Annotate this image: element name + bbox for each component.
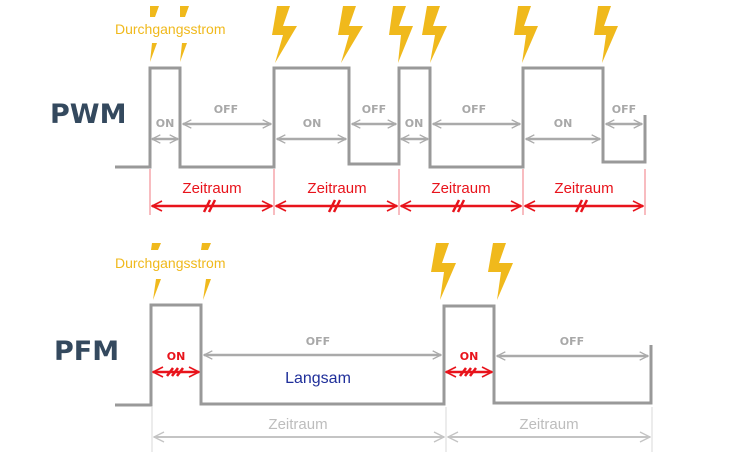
period-label: Zeitraum: [431, 180, 490, 197]
pfm-waveform: [115, 303, 653, 407]
period-label: Zeitraum: [554, 180, 613, 197]
pfm-label: PFM: [54, 336, 119, 367]
period-label: Zeitraum: [182, 180, 241, 197]
on-label: ON: [554, 117, 573, 130]
period-label: Zeitraum: [307, 180, 366, 197]
off-label: OFF: [462, 103, 486, 116]
period-label: Zeitraum: [268, 416, 327, 433]
break-mark: [166, 367, 184, 377]
lightning-bolt-icon: [594, 6, 618, 63]
lightning-bolt-icon: [389, 6, 413, 63]
lightning-bolt-icon: [272, 6, 297, 63]
pwm-label: PWM: [50, 99, 126, 130]
lightning-bolt-icon: [422, 6, 447, 63]
pfm-bolts: [151, 243, 513, 300]
pwm-waveform: [115, 66, 647, 169]
slow-label: Langsam: [285, 370, 351, 387]
break-mark: [574, 199, 589, 213]
pfm-duty-annotations: ON OFF Langsam ON OFF: [153, 335, 648, 387]
pfm-periods: Zeitraum Zeitraum: [151, 407, 653, 452]
pfm-current-label: Durchgangsstrom: [115, 255, 226, 271]
on-label: ON: [167, 350, 186, 363]
lightning-bolt-icon: [151, 243, 161, 300]
on-label: ON: [156, 117, 175, 130]
break-mark: [451, 199, 466, 213]
lightning-bolt-icon: [201, 243, 211, 300]
on-label: ON: [460, 350, 479, 363]
lightning-bolt-icon: [180, 6, 189, 62]
pwm-duty-annotations: ON OFF ON OFF ON OFF ON OFF: [152, 103, 642, 139]
lightning-bolt-icon: [488, 243, 513, 300]
break-mark: [459, 367, 477, 377]
on-label: ON: [303, 117, 322, 130]
on-label: ON: [405, 117, 424, 130]
off-label: OFF: [560, 335, 584, 348]
break-mark: [327, 199, 342, 213]
pwm-current-label: Durchgangsstrom: [115, 21, 226, 37]
period-label: Zeitraum: [519, 416, 578, 433]
off-label: OFF: [612, 103, 636, 116]
off-label: OFF: [306, 335, 330, 348]
pwm-periods: Zeitraum Zeitraum Zeitraum Zeitraum: [149, 169, 646, 215]
break-mark: [202, 199, 217, 213]
lightning-bolt-icon: [431, 243, 456, 300]
lightning-bolt-icon: [338, 6, 363, 63]
lightning-bolt-icon: [514, 6, 538, 63]
pwm-bolts: [150, 6, 618, 63]
off-label: OFF: [362, 103, 386, 116]
off-label: OFF: [214, 103, 238, 116]
lightning-bolt-icon: [150, 6, 159, 62]
